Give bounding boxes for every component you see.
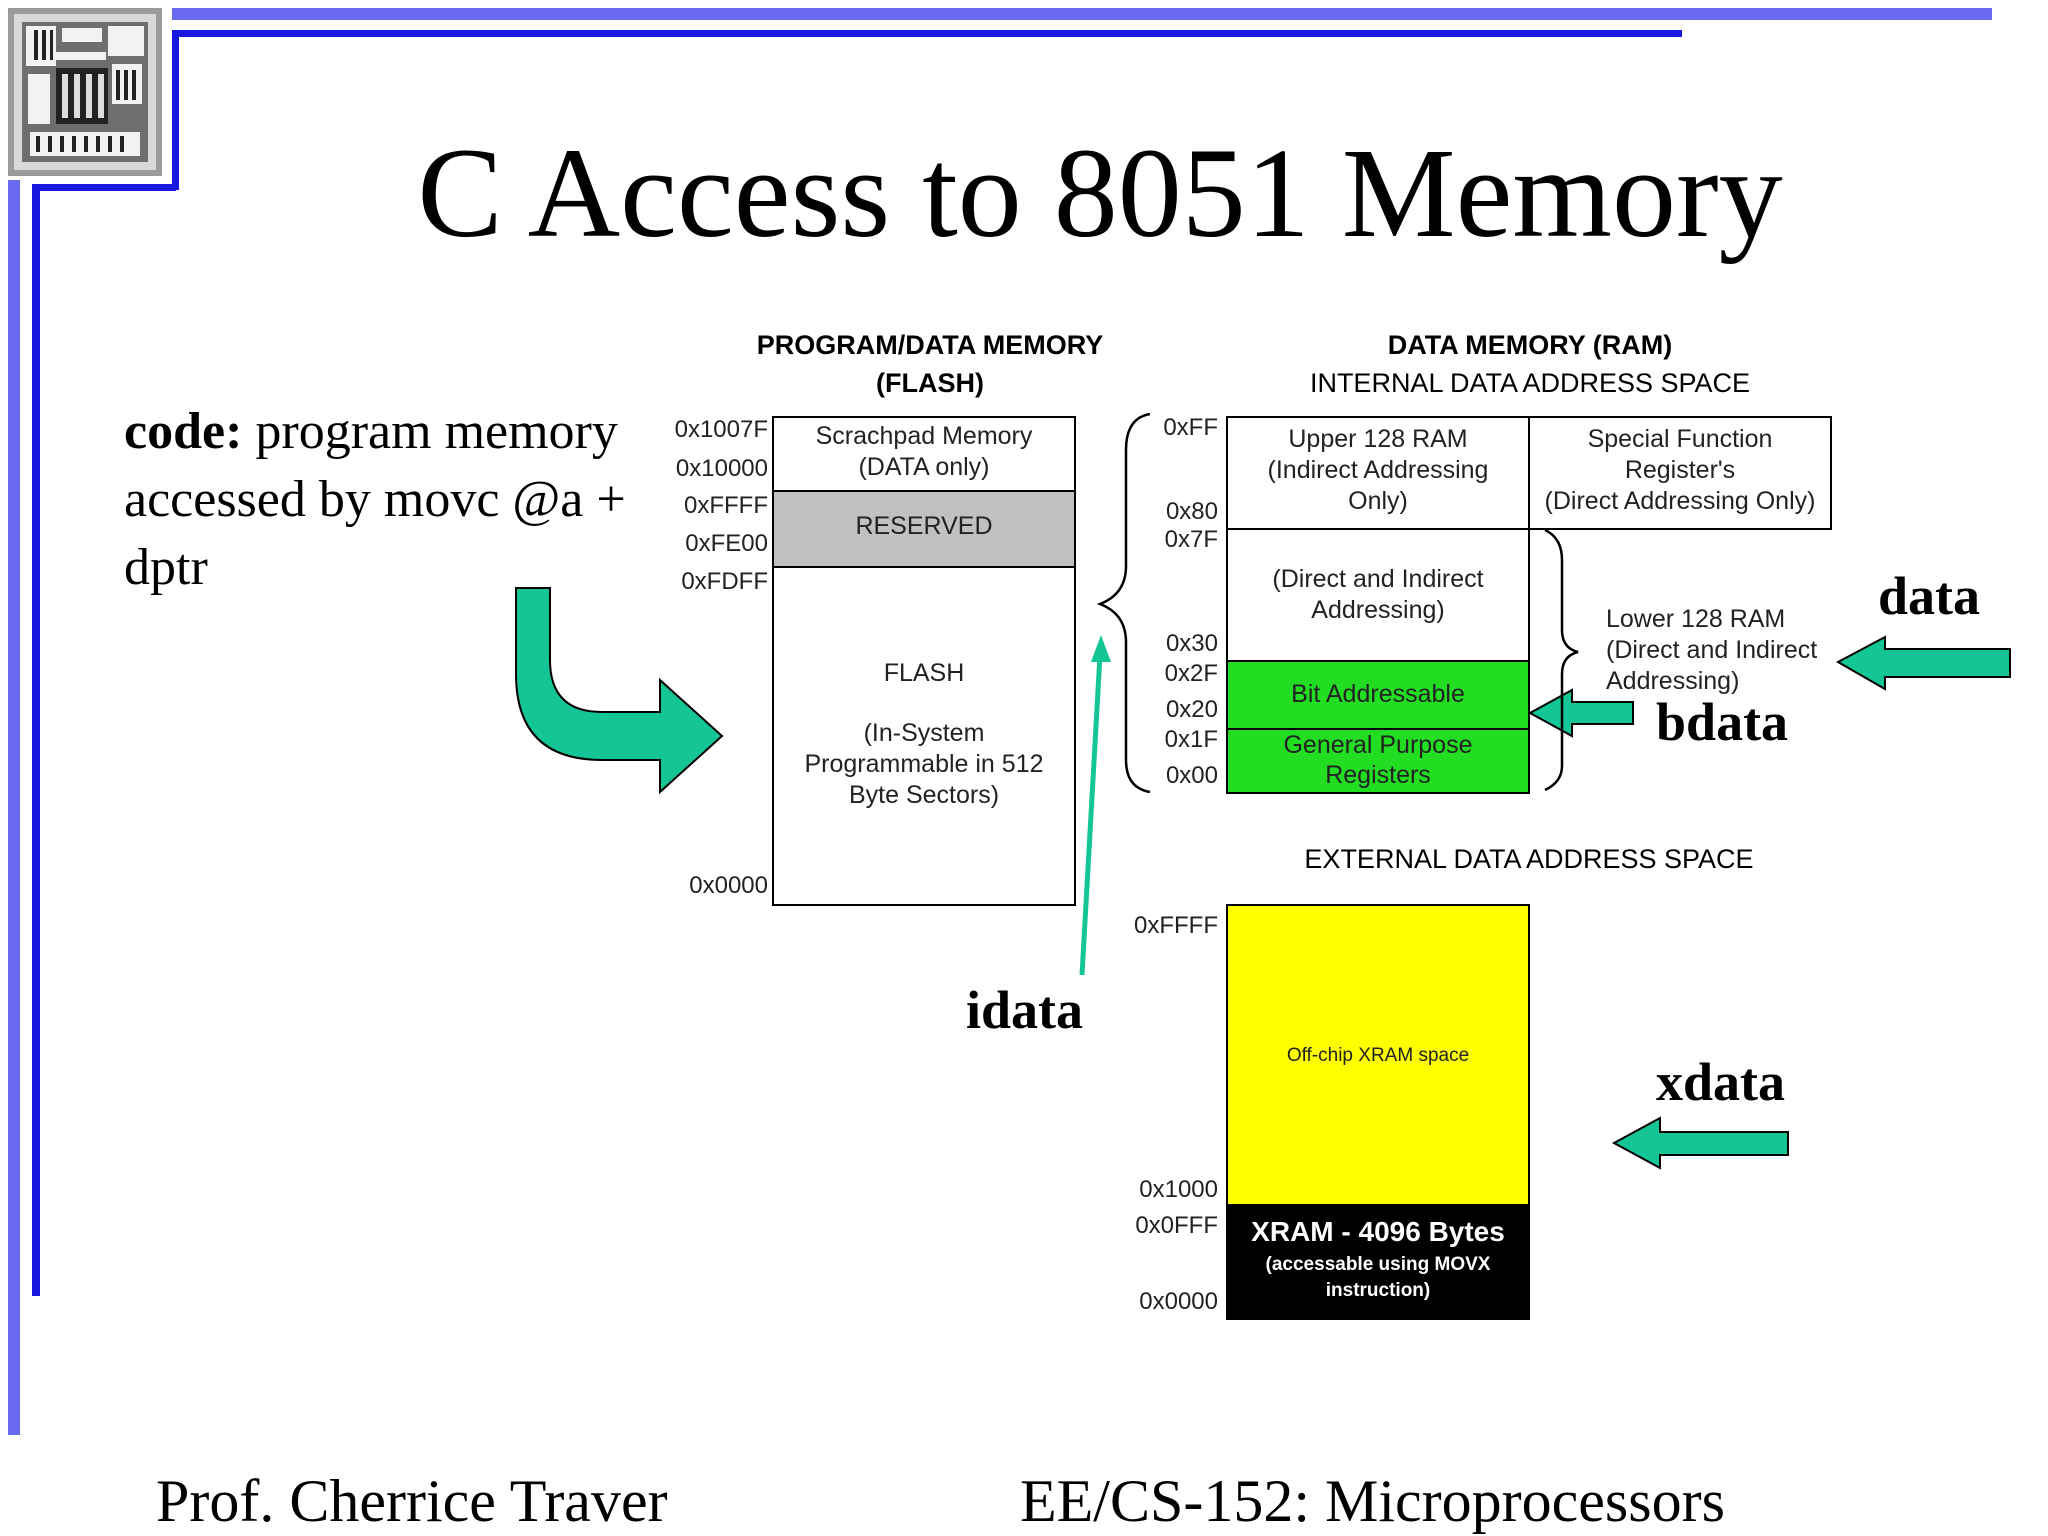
flash-addr-0x1007F: 0x1007F	[674, 416, 768, 443]
upper-ram-line2: (Indirect Addressing	[1267, 456, 1489, 484]
lower-ram-line2: (Direct and Indirect	[1606, 636, 1818, 664]
direct-line1: (Direct and Indirect	[1272, 565, 1484, 593]
ram-addr-0x30: 0x30	[1165, 630, 1218, 657]
flash-title: FLASH	[883, 659, 965, 687]
flash-line3: Byte Sectors)	[848, 781, 1000, 809]
code-description-text: program memory accessed by movc @a + dpt…	[124, 403, 626, 596]
left-frame-bar-light	[8, 180, 20, 1435]
top-frame-bar-light	[172, 8, 1992, 20]
ram-addr-0x80: 0x80	[1165, 498, 1218, 525]
upper-ram-line1: Upper 128 RAM	[1288, 425, 1468, 453]
xram-4096-block	[1226, 1204, 1530, 1320]
ram-header-line2: INTERNAL DATA ADDRESS SPACE	[1309, 368, 1751, 398]
code-description: code: program memory accessed by movc @a…	[124, 398, 664, 602]
bdata-label: bdata	[1656, 692, 1789, 752]
gpr-line2: Registers	[1325, 761, 1431, 789]
xdata-label: xdata	[1656, 1052, 1786, 1112]
frame-corner-horizontal	[32, 184, 176, 191]
footer-course: EE/CS-152: Microprocessors	[1020, 1468, 1725, 1534]
flash-line2: Programmable in 512	[804, 750, 1044, 778]
slide-title: C Access to 8051 Memory	[417, 122, 1783, 264]
ram-addr-0x20: 0x20	[1165, 696, 1218, 723]
flash-block	[772, 566, 1076, 906]
flash-addr-0x0000: 0x0000	[689, 872, 768, 899]
lower-ram-description: Lower 128 RAM (Direct and Indirect Addre…	[1606, 604, 1817, 697]
data-arrow-icon	[1835, 635, 2011, 691]
flash-addr-0x10000: 0x10000	[675, 455, 768, 482]
xram-addr-0x0000: 0x0000	[1139, 1288, 1218, 1315]
flash-addr-0xFDFF: 0xFDFF	[681, 568, 768, 595]
sfr-block	[1528, 416, 1832, 530]
internal-space-brace-icon	[1096, 412, 1151, 794]
scratchpad-line2: (DATA only)	[858, 453, 990, 481]
ram-addr-0xFF: 0xFF	[1163, 414, 1218, 441]
idata-label: idata	[966, 980, 1084, 1040]
flash-header-line1: PROGRAM/DATA MEMORY	[756, 330, 1104, 360]
left-frame-bar-dark	[32, 184, 40, 1296]
ram-addr-0x1F: 0x1F	[1164, 726, 1218, 753]
xram-addr-0x0FFF: 0x0FFF	[1135, 1212, 1218, 1239]
top-frame-bar-dark	[172, 30, 1682, 37]
ram-addr-0x00: 0x00	[1165, 762, 1218, 789]
bit-addressable-label: Bit Addressable	[1291, 680, 1465, 708]
bdata-arrow-icon	[1527, 688, 1634, 738]
offchip-xram-label: Off-chip XRAM space	[1286, 1045, 1470, 1066]
direct-line2: Addressing)	[1311, 596, 1445, 624]
sfr-line3: (Direct Addressing Only)	[1544, 487, 1816, 515]
sfr-line1: Special Function	[1587, 425, 1773, 453]
upper-ram-line3: Only)	[1348, 487, 1408, 515]
ram-header-line1: DATA MEMORY (RAM)	[1387, 330, 1673, 360]
xram-addr-0x1000: 0x1000	[1139, 1176, 1218, 1203]
ram-addr-0x7F: 0x7F	[1164, 526, 1218, 553]
flash-addr-0xFE00: 0xFE00	[685, 530, 768, 557]
reserved-label: RESERVED	[855, 512, 993, 540]
data-label: data	[1878, 566, 1981, 626]
offchip-xram-block	[1226, 904, 1530, 1206]
scratchpad-line1: Scrachpad Memory	[815, 422, 1033, 450]
ram-addr-0x2F: 0x2F	[1164, 660, 1218, 687]
external-space-header: EXTERNAL DATA ADDRESS SPACE	[1304, 844, 1754, 874]
xram-addr-0xFFFF: 0xFFFF	[1134, 912, 1218, 939]
flash-addr-0xFFFF: 0xFFFF	[684, 492, 768, 519]
flash-header-line2: (FLASH)	[876, 368, 984, 398]
xdata-arrow-icon	[1611, 1116, 1789, 1170]
frame-corner-vertical	[172, 30, 179, 190]
flash-line1: (In-System	[863, 719, 985, 747]
lower-ram-brace-icon	[1544, 528, 1579, 792]
lower-ram-line1: Lower 128 RAM	[1606, 605, 1786, 633]
general-purpose-registers-block	[1226, 728, 1530, 794]
gpr-line1: General Purpose	[1283, 731, 1473, 759]
lower-ram-line3: Addressing)	[1606, 667, 1740, 695]
reserved-block	[772, 490, 1076, 568]
footer-author: Prof. Cherrice Traver	[156, 1468, 668, 1534]
idata-arrow-line	[1079, 654, 1103, 976]
xram-line2: (accessable using MOVX	[1265, 1254, 1491, 1275]
idata-arrow-head-icon	[1091, 635, 1111, 662]
xram-line1: XRAM - 4096 Bytes	[1251, 1216, 1505, 1247]
code-keyword: code:	[124, 403, 243, 460]
xram-line3: instruction)	[1325, 1280, 1431, 1301]
code-curved-arrow-icon	[515, 587, 724, 795]
sfr-line2: Register's	[1624, 456, 1736, 484]
chip-die-logo	[8, 8, 162, 176]
bit-addressable-block	[1226, 660, 1530, 730]
